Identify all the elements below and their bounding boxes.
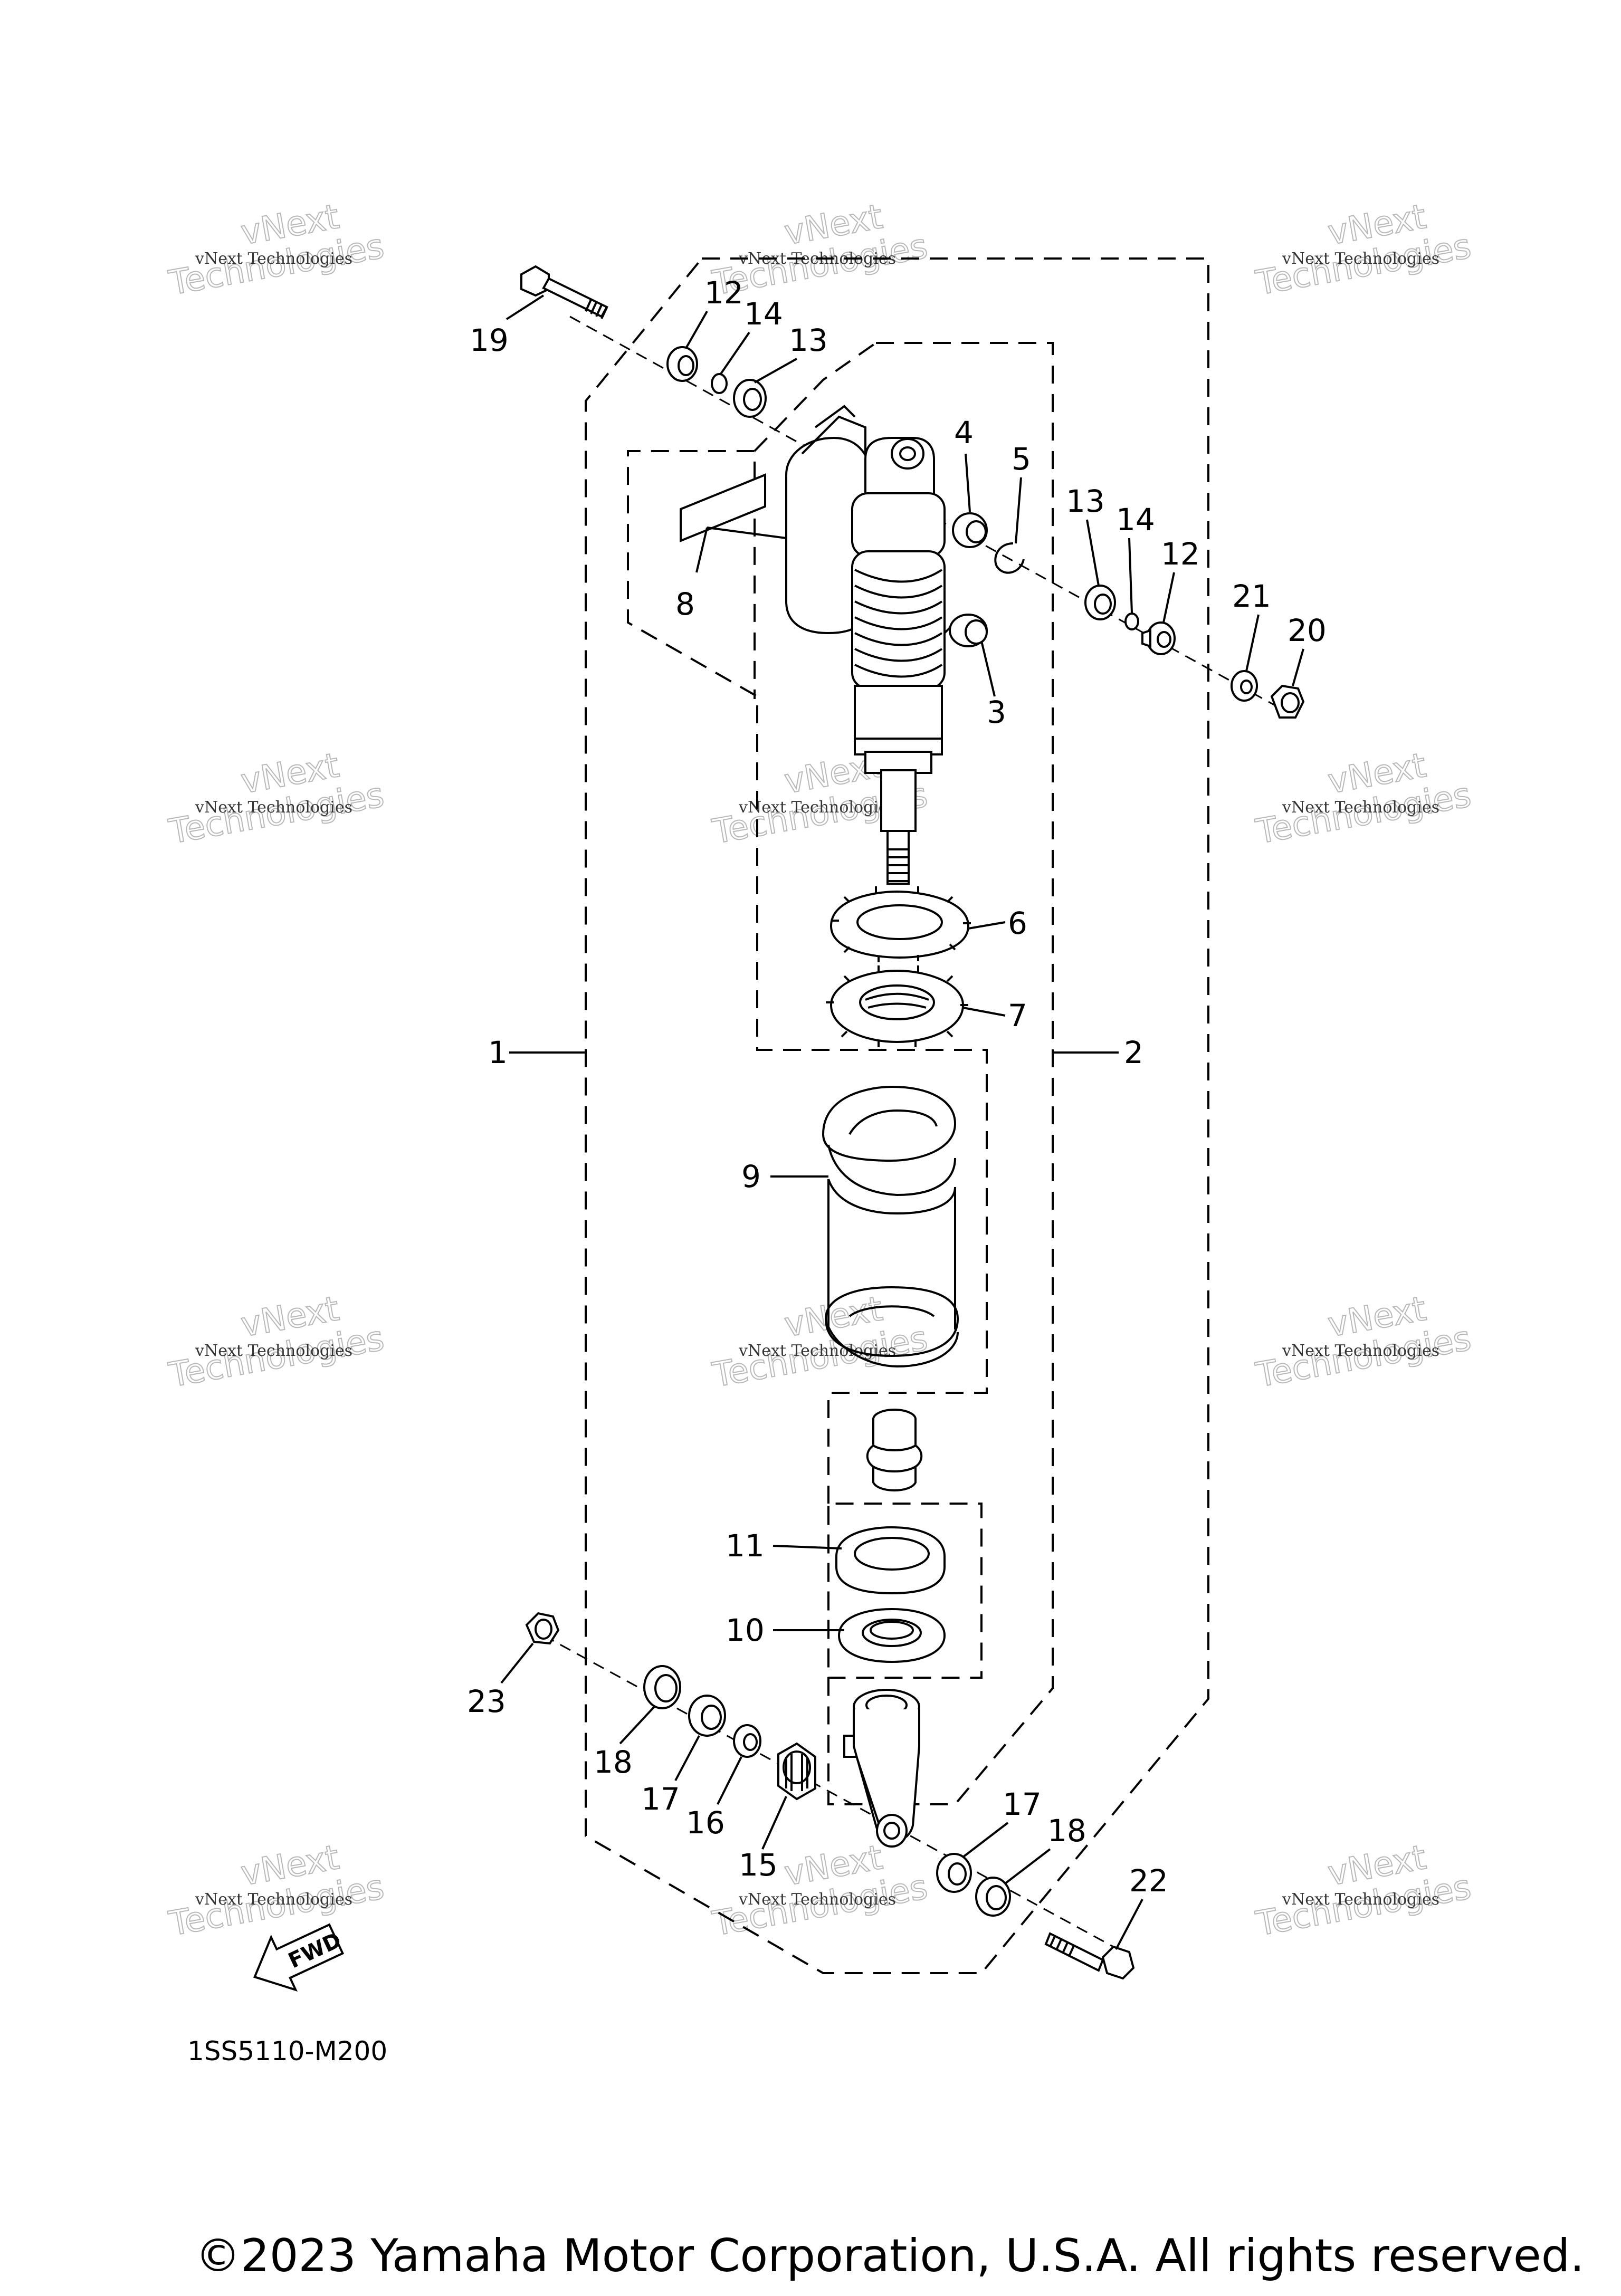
collar-12-upper <box>666 346 698 382</box>
collar-12-right <box>1141 621 1176 655</box>
dust-seal-18-left <box>643 1665 681 1709</box>
callout-20: 20 <box>1288 613 1327 648</box>
washer-21 <box>1231 670 1258 702</box>
callout-23: 23 <box>467 1683 506 1719</box>
watermark: Technologies vNext vNext Technologies <box>166 745 388 853</box>
collar-17-left <box>688 1695 726 1737</box>
watermark: Technologies vNext vNext Technologies <box>1253 1289 1475 1396</box>
watermark: Technologies vNext vNext Technologies <box>1253 1838 1475 1945</box>
callout-2: 2 <box>1124 1035 1143 1070</box>
watermark-text: vNext Technologies <box>1282 798 1439 817</box>
watermark-text: vNext Technologies <box>195 1890 352 1909</box>
callout-18-right: 18 <box>1047 1813 1086 1849</box>
callout-6: 6 <box>1008 905 1027 941</box>
adjuster-3 <box>943 614 988 647</box>
callout-3: 3 <box>987 694 1006 730</box>
fwd-arrow-icon: FWD <box>253 1923 345 1992</box>
callout-1: 1 <box>488 1035 508 1070</box>
callout-18-left: 18 <box>594 1744 633 1780</box>
callout-10: 10 <box>726 1612 765 1648</box>
watermark: Technologies vNext vNext Technologies <box>709 1289 931 1396</box>
parts <box>520 265 1305 1980</box>
callouts: 19 12 14 13 4 5 13 14 12 21 20 3 8 6 7 1… <box>467 275 1327 1899</box>
ring-nut-7 <box>826 965 968 1047</box>
copyright-notice: ©2023 Yamaha Motor Corporation, U.S.A. A… <box>195 2230 1585 2282</box>
assembly-boundary-1 <box>585 257 1209 1974</box>
ring-nut-6 <box>829 886 971 962</box>
callout-13-upper: 13 <box>789 322 828 358</box>
lower-clevis <box>843 1689 920 1848</box>
watermark-text: vNext Technologies <box>195 250 352 268</box>
callout-17-left: 17 <box>641 1781 680 1817</box>
watermark-text: vNext Technologies <box>738 1342 896 1360</box>
lower-bolt-22 <box>1044 1932 1135 1980</box>
bushing-16 <box>733 1724 761 1758</box>
callout-17-right: 17 <box>1003 1786 1042 1822</box>
dust-seal-18-right <box>975 1877 1011 1917</box>
callout-12-right: 12 <box>1161 536 1200 572</box>
o-ring-14-right <box>1124 613 1139 630</box>
spring-seat-10 <box>837 1608 946 1663</box>
circlip-5 <box>994 542 1025 574</box>
callout-15: 15 <box>739 1847 778 1883</box>
callout-19: 19 <box>470 322 509 358</box>
callout-12-upper: 12 <box>704 275 743 311</box>
watermark-text: vNext Technologies <box>1282 250 1439 268</box>
bearing-15 <box>777 1742 816 1801</box>
watermark: Technologies vNext vNext Technologies <box>166 197 388 304</box>
callout-21: 21 <box>1232 578 1271 614</box>
callout-11: 11 <box>726 1528 765 1564</box>
leader-lines <box>500 294 1304 1950</box>
watermark: Technologies vNext vNext Technologies <box>1253 197 1475 304</box>
oil-seal-13-upper <box>733 379 767 418</box>
upper-bolt-19 <box>520 265 608 319</box>
label-8 <box>680 473 766 542</box>
shock-body <box>851 437 946 885</box>
collar-17-right <box>936 1853 972 1893</box>
diagram-code: 1SS5110-M200 <box>187 2036 387 2067</box>
watermark-text: vNext Technologies <box>1282 1342 1439 1360</box>
lower-bolt-axis <box>543 1634 1114 1948</box>
bushing-4 <box>952 512 988 548</box>
callout-13-right: 13 <box>1066 483 1105 519</box>
nut-23 <box>525 1612 560 1645</box>
watermark-text: vNext Technologies <box>738 798 896 817</box>
group-outlines <box>585 257 1209 1974</box>
callout-22: 22 <box>1129 1863 1168 1899</box>
watermark: Technologies vNext vNext Technologies <box>166 1289 388 1396</box>
callout-7: 7 <box>1008 998 1027 1034</box>
o-ring-14-upper <box>711 373 728 394</box>
watermark-text: vNext Technologies <box>195 798 352 817</box>
callout-4: 4 <box>954 415 974 451</box>
callout-14-right: 14 <box>1116 502 1155 538</box>
callout-5: 5 <box>1012 441 1031 477</box>
watermark-text: vNext Technologies <box>1282 1890 1439 1909</box>
watermark-text: vNext Technologies <box>195 1342 352 1360</box>
bump-rubber <box>866 1409 923 1491</box>
callout-16: 16 <box>686 1805 725 1841</box>
watermark: Technologies vNext vNext Technologies <box>166 1838 388 1945</box>
watermark: Technologies vNext vNext Technologies <box>1253 745 1475 853</box>
spring-9 <box>822 1085 959 1368</box>
watermark-text: vNext Technologies <box>738 1890 896 1909</box>
cover-11 <box>835 1526 946 1595</box>
nut-20 <box>1270 684 1305 719</box>
assembly-boundary-2 <box>627 342 1054 1805</box>
callout-8: 8 <box>675 586 695 622</box>
callout-9: 9 <box>741 1159 761 1194</box>
oil-seal-13-right <box>1084 585 1116 620</box>
callout-14-upper: 14 <box>744 296 783 332</box>
